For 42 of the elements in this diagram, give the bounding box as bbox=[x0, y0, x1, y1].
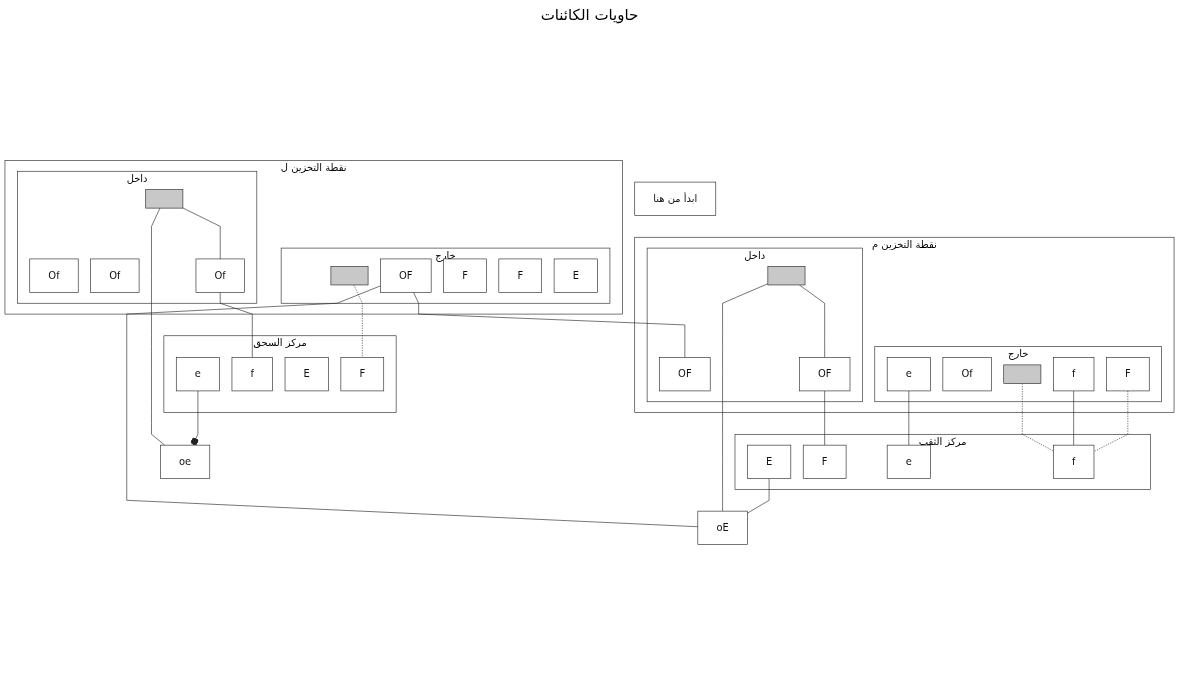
connector bbox=[747, 478, 770, 514]
node-box: E bbox=[747, 444, 792, 479]
node-box bbox=[767, 266, 806, 286]
node-box: OF bbox=[659, 357, 711, 392]
node-box bbox=[145, 189, 184, 209]
node-box: Of bbox=[942, 357, 992, 392]
node-box: OF bbox=[380, 258, 432, 293]
node-box: E bbox=[284, 357, 329, 392]
node-box: e bbox=[175, 357, 220, 392]
connector bbox=[1073, 390, 1074, 446]
connector bbox=[1022, 383, 1054, 452]
connector bbox=[219, 292, 253, 358]
node-box: F bbox=[340, 357, 385, 392]
connector bbox=[182, 207, 221, 260]
node-box: Of bbox=[29, 258, 79, 293]
node-box bbox=[330, 266, 369, 286]
connector bbox=[824, 390, 825, 446]
node-box: F bbox=[802, 444, 847, 479]
node-box: oe bbox=[160, 444, 211, 479]
connector bbox=[799, 284, 825, 358]
connector bbox=[353, 284, 363, 358]
node-box: F bbox=[498, 258, 542, 293]
node-box: e bbox=[886, 444, 931, 479]
connector bbox=[908, 390, 910, 446]
node-box: Of bbox=[195, 258, 245, 293]
node-box: Of bbox=[90, 258, 140, 293]
node-box: F bbox=[1106, 357, 1150, 392]
connector bbox=[722, 283, 769, 512]
connector bbox=[151, 207, 165, 446]
node-box: E bbox=[553, 258, 598, 293]
connector bbox=[413, 292, 686, 358]
node-box bbox=[1003, 364, 1042, 384]
node-box: ابدأ من هنا bbox=[634, 181, 717, 216]
node-box: f bbox=[1053, 444, 1095, 479]
node-box: oE bbox=[697, 510, 748, 545]
node-box: OF bbox=[799, 357, 851, 392]
node-box: e bbox=[886, 357, 931, 392]
caption-text: حاويات الكائنات bbox=[540, 6, 639, 24]
node-box: F bbox=[443, 258, 487, 293]
node-box: f bbox=[231, 357, 273, 392]
connector bbox=[126, 285, 699, 528]
node-box: f bbox=[1053, 357, 1095, 392]
